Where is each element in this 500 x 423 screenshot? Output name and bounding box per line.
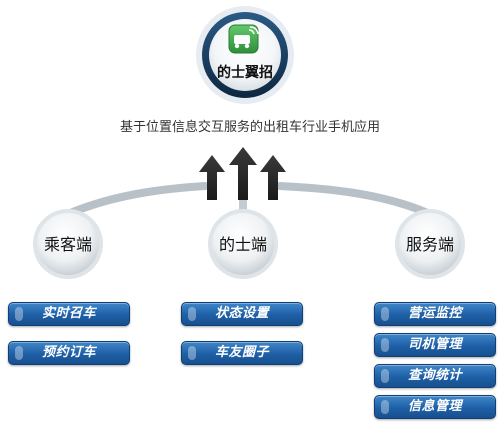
app-tagline: 基于位置信息交互服务的出租车行业手机应用	[119, 120, 380, 135]
up-arrow-right-icon	[260, 155, 286, 200]
app-title: 的士翼招	[217, 64, 273, 81]
status-settings-button[interactable]: 状态设置	[181, 302, 303, 326]
node-passenger-label: 乘客端	[44, 235, 92, 254]
taxi-signal-icon	[228, 24, 259, 54]
reserve-car-button[interactable]: 预约订车	[8, 341, 130, 365]
node-server-label: 服务端	[406, 235, 454, 254]
info-management-button[interactable]: 信息管理	[374, 395, 496, 419]
node-driver: 的士端	[208, 209, 278, 279]
node-driver-label: 的士端	[219, 235, 267, 254]
query-statistics-button[interactable]: 查询统计	[374, 364, 496, 388]
driver-management-button[interactable]: 司机管理	[374, 333, 496, 357]
app-logo-badge: 的士翼招	[196, 6, 294, 104]
node-passenger: 乘客端	[33, 209, 103, 279]
node-server: 服务端	[395, 209, 465, 279]
realtime-call-button[interactable]: 实时召车	[8, 302, 130, 326]
up-arrow-center-icon	[229, 147, 257, 200]
driver-circle-button[interactable]: 车友圈子	[181, 341, 303, 365]
up-arrow-left-icon	[199, 155, 225, 200]
operation-monitor-button[interactable]: 营运监控	[374, 302, 496, 326]
